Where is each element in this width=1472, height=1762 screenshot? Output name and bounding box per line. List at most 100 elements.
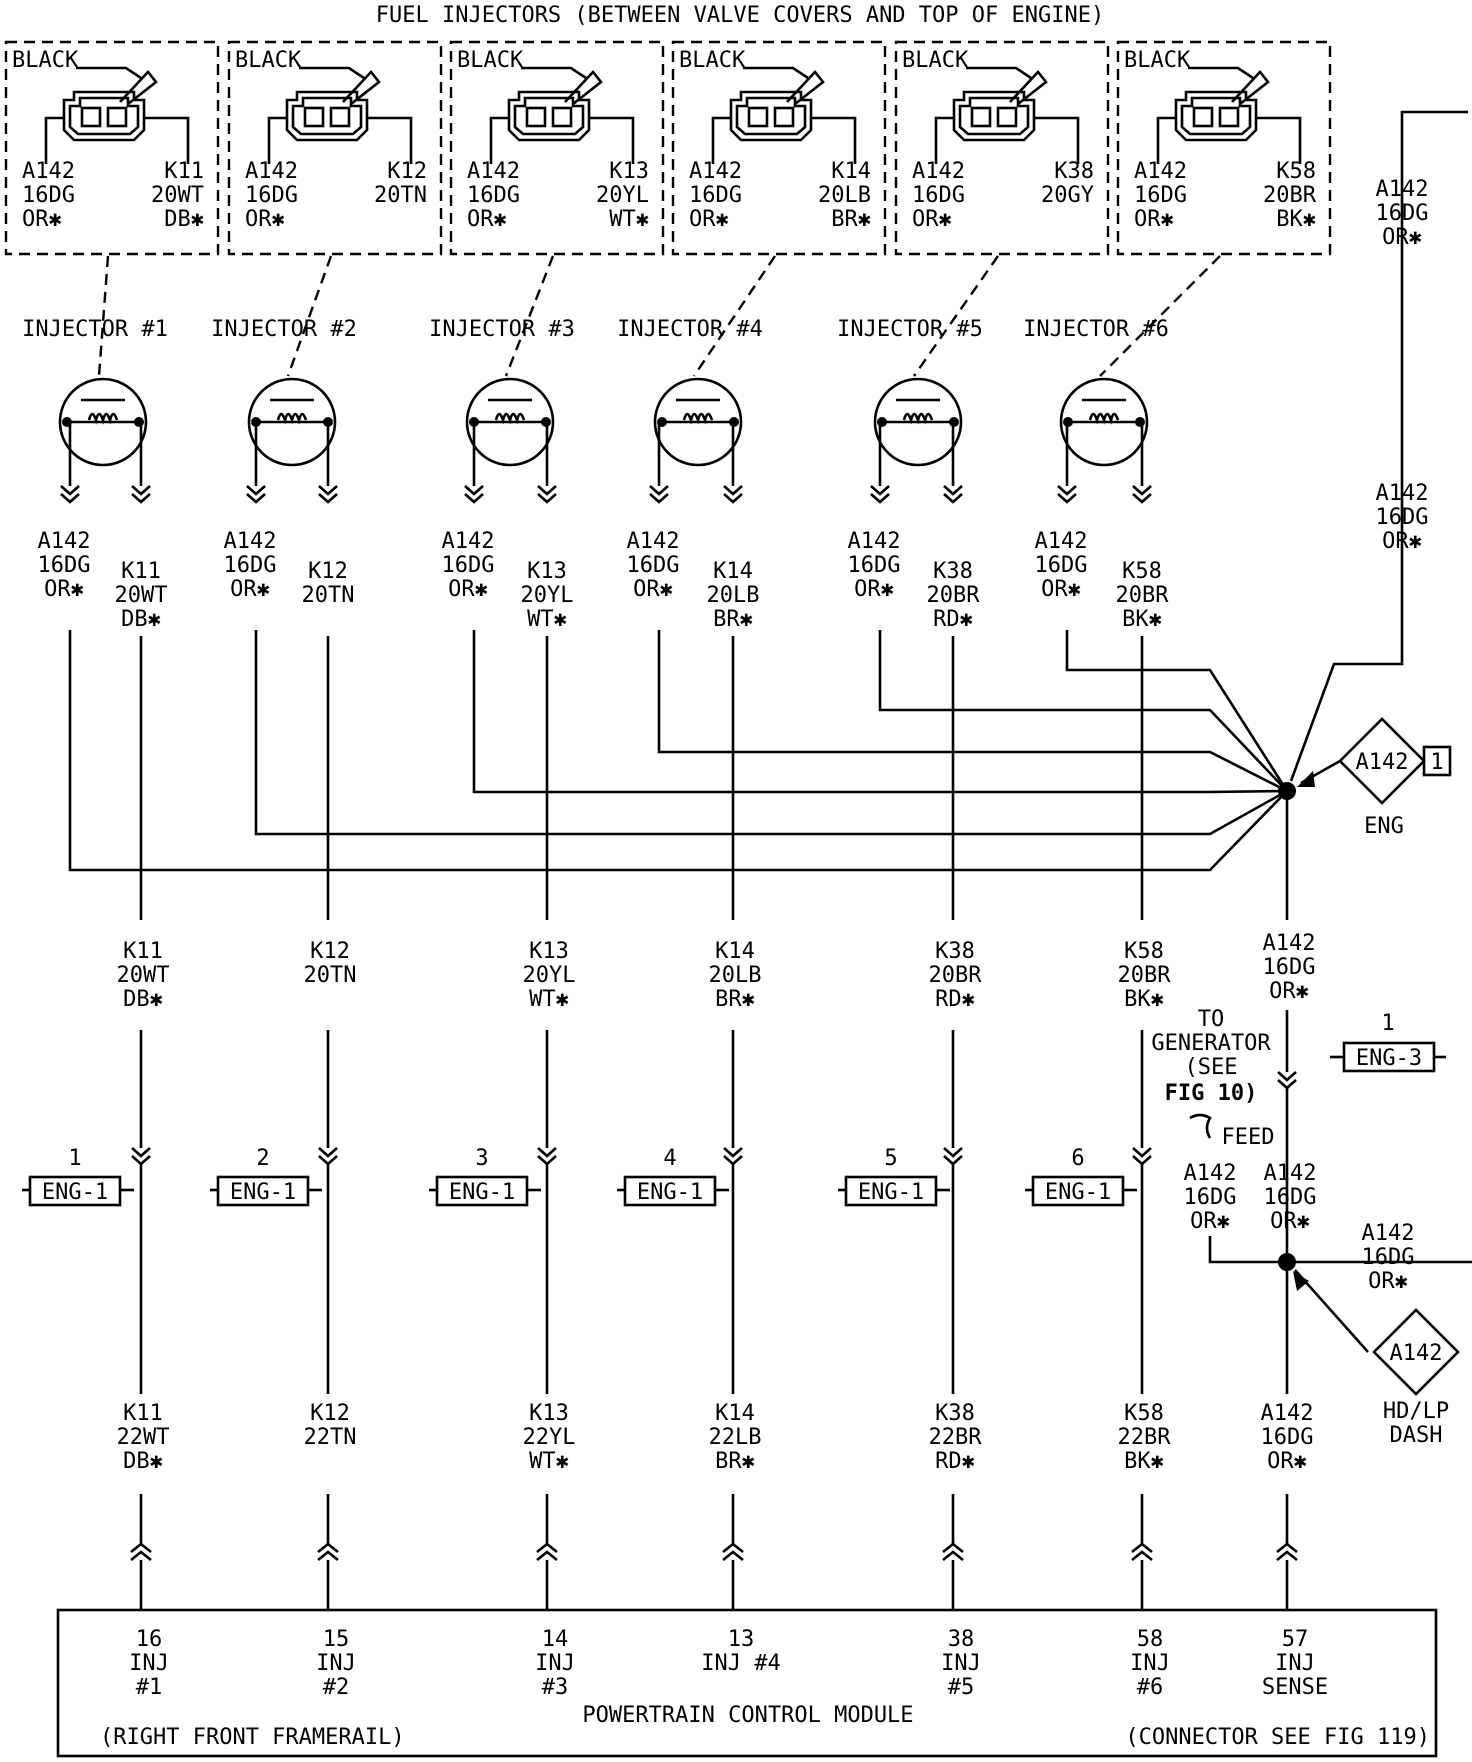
pcm-pin-label: INJ [941, 1651, 981, 1676]
injector-wire-label: K13 [527, 559, 567, 584]
signal-wire-label: 20YL [523, 963, 576, 988]
connector-lead [144, 116, 190, 164]
pcm-pin-label: INJ [535, 1651, 575, 1676]
feed-wire-label: 16DG [1035, 553, 1088, 578]
connector-lead [489, 116, 509, 164]
feed-wire-label: A142 [22, 159, 75, 184]
chevron [870, 485, 890, 496]
injector-wire-label: K14 [713, 559, 753, 584]
injector-connector [60, 485, 80, 504]
leader-line [743, 66, 809, 80]
signal-wire-label: 20LB [709, 963, 762, 988]
eng-connector-symbol [131, 1147, 151, 1166]
injector-wire-label: K11 [121, 559, 161, 584]
connector-pin [106, 106, 128, 128]
feed-wire-label: OR✱ [245, 207, 285, 232]
injector-symbol [653, 377, 743, 467]
connector-shell [507, 90, 591, 142]
injector-wire-label: K58 [1122, 559, 1162, 584]
chevron [723, 1147, 743, 1158]
pcm-wire-label: OR✱ [1267, 1449, 1307, 1474]
pcm-connector-symbol [1131, 1542, 1153, 1562]
injector-connector [870, 485, 890, 504]
dash-splice-label: DASH [1390, 1423, 1443, 1448]
connector-lead [367, 116, 413, 164]
signal-wire-label: 20WT [117, 963, 170, 988]
chevron [317, 1550, 339, 1562]
chevron [1132, 485, 1152, 496]
pcm-wire-label: 16DG [1261, 1425, 1314, 1450]
injector-coil [87, 412, 119, 425]
signal-wire-label: K14 [715, 939, 755, 964]
injector-connector [1057, 485, 1077, 504]
injector-coil [902, 412, 934, 425]
feed-wire-label: 16DG [1264, 1185, 1317, 1210]
chevron [943, 485, 963, 496]
arrow-head [1231, 70, 1270, 106]
eng-connector-label: ENG-1 [449, 1180, 515, 1205]
splice-label: ENG [1364, 814, 1404, 839]
connector-color-label: BLACK [679, 48, 746, 73]
leader-line [76, 66, 142, 80]
chevron [246, 485, 266, 496]
chevron [536, 1550, 558, 1562]
a142-bus-wire [657, 630, 1288, 793]
pcm-wire-label: 22BR [1118, 1425, 1172, 1450]
dashed-leader [504, 255, 555, 377]
arrow-head [1009, 70, 1048, 106]
dashed-leader [286, 255, 333, 377]
pcm-wire-label: WT✱ [529, 1449, 569, 1474]
injector-symbol [58, 377, 148, 467]
feed-label: FEED [1222, 1125, 1275, 1150]
feed-wire-label: OR✱ [22, 207, 62, 232]
feed-wire-label: 16DG [245, 183, 298, 208]
eng-connector-symbol [537, 1147, 557, 1166]
connector-color-label: BLACK [902, 48, 969, 73]
feed-wire-label: A142 [245, 159, 298, 184]
pcm-wire-label: 22LB [709, 1425, 762, 1450]
connector-lead [934, 116, 954, 164]
connector-pin [996, 106, 1018, 128]
chevron [246, 493, 266, 504]
injector-terminal [1135, 417, 1145, 427]
connector-box [227, 40, 443, 256]
chevron [943, 493, 963, 504]
injector-wire-label: WT✱ [527, 607, 567, 632]
pcm-pin-label: INJ [316, 1651, 356, 1676]
dash-diamond [1372, 1308, 1460, 1396]
pcm-wire-label: K11 [123, 1401, 163, 1426]
arrow-head [342, 70, 381, 106]
pcm-pin-label: INJ #4 [701, 1651, 780, 1676]
splice-pin: 1 [1430, 750, 1443, 775]
pcm-pin-label: 15 [323, 1627, 350, 1652]
feed-wire-label: 16DG [689, 183, 742, 208]
connector-shell-inner [735, 96, 807, 136]
feed-wire-label: A142 [912, 159, 965, 184]
pcm-wire-label: K58 [1124, 1401, 1164, 1426]
feed-wire-label: A142 [1376, 481, 1429, 506]
feed-wire-label: OR✱ [1382, 529, 1422, 554]
injector-wire-label: 20WT [115, 583, 168, 608]
injector-connector [723, 485, 743, 504]
injector-label: INJECTOR #2 [211, 317, 357, 342]
connector-lead [1034, 116, 1080, 164]
chevron [1131, 1550, 1153, 1562]
pcm-pin-label: INJ [129, 1651, 169, 1676]
chevron [131, 485, 151, 496]
injector-connector [246, 485, 266, 504]
signal-wire-label: DB✱ [123, 987, 163, 1012]
splice-pin-box [1422, 745, 1452, 777]
chevron [943, 1147, 963, 1158]
chevron [464, 485, 484, 496]
feed-wire-label: 16DG [1362, 1245, 1415, 1270]
feed-wire-label: 16DG [22, 183, 75, 208]
splice-leader [1294, 1269, 1369, 1353]
pcm-title: POWERTRAIN CONTROL MODULE [582, 1703, 913, 1728]
generator-note: TO [1198, 1007, 1225, 1032]
injector-wire-label: K58 [1276, 159, 1316, 184]
eng-pin-number: 1 [68, 1146, 81, 1171]
pcm-pin-label: #2 [323, 1675, 350, 1700]
injector-terminal [134, 417, 144, 427]
chevron [942, 1542, 964, 1554]
pcm-pin-label: SENSE [1262, 1675, 1328, 1700]
